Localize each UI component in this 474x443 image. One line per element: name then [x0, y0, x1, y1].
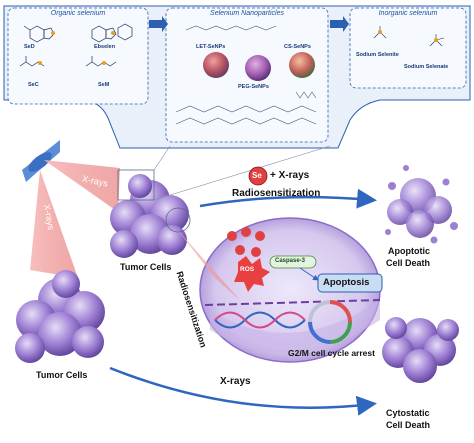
- let-senp-particle: [203, 52, 229, 78]
- cytostatic-label-2: Cell Death: [386, 420, 431, 430]
- dna-strand: [214, 311, 306, 329]
- mol-label-sec: SeC: [28, 82, 39, 88]
- radiosensitization-arrow: [199, 188, 377, 209]
- xray-only-arrow: [109, 366, 377, 416]
- tumor-cluster-top: [110, 174, 189, 258]
- polymer-chains: [175, 25, 317, 125]
- np-label-let: LET-SeNPs: [196, 44, 226, 50]
- nuclear-envelope: [204, 299, 381, 306]
- se-atom: [434, 38, 438, 42]
- xray-beam-1: [44, 160, 120, 212]
- tumor-cells-label-top: Tumor Cells: [120, 262, 172, 272]
- mol-label-sem: SeM: [98, 82, 110, 88]
- cell-cycle-segment: [329, 321, 352, 344]
- inorganic-panel: [349, 7, 467, 89]
- cytostatic-label-1: Cytostatic: [386, 408, 430, 418]
- caspase-pill: [269, 255, 317, 269]
- cell-cycle-segment: [329, 300, 352, 323]
- xray-only-label: X-rays: [220, 376, 251, 387]
- radiosensitization-label: Radiosensitization: [232, 188, 321, 199]
- inorg-label-selenite: Sodium Selenite: [356, 52, 399, 58]
- zoom-line: [153, 145, 331, 201]
- cytostatic-cluster: [382, 317, 459, 383]
- inorganic-panel-title: Inorganic selenium: [378, 10, 438, 17]
- top-panels-group: [3, 5, 471, 149]
- inorg-label-selenate: Sodium Selenate: [404, 64, 449, 70]
- dna-strand: [214, 311, 306, 329]
- xray-beam-2: [30, 170, 78, 278]
- tumor-cells-label-bottom: Tumor Cells: [36, 370, 88, 380]
- apoptosis-box: [317, 273, 383, 293]
- mol-label-ebselen: Ebselen: [94, 44, 116, 50]
- se-atom: [38, 61, 42, 65]
- organic-panel-title: Organic selenium: [50, 10, 106, 17]
- se-particles-in-cell: [227, 227, 265, 257]
- ros-label: ROS: [240, 266, 255, 273]
- np-label-peg: PEG-SeNPs: [238, 84, 269, 90]
- np-label-cs: CS-SeNPs: [284, 44, 311, 50]
- se-atom: [51, 31, 55, 35]
- nanoparticle-panel: [165, 7, 329, 143]
- peg-senp-particle: [245, 55, 271, 81]
- mol-label-sed: SeD: [24, 44, 35, 50]
- organic-structures: [19, 23, 133, 67]
- caspase-to-apoptosis-arrow: [299, 267, 319, 281]
- se-symbol: Se: [252, 171, 262, 180]
- se-symbol-circle: [248, 166, 268, 186]
- apoptosis-label: Apoptosis: [323, 277, 370, 288]
- organic-panel: [7, 7, 149, 105]
- xray-source-body: [28, 152, 52, 172]
- se-atom: [102, 61, 106, 65]
- xray-beam-cell: [176, 228, 240, 300]
- zoom-circle: [165, 207, 191, 233]
- se-atom: [378, 30, 382, 34]
- se-atom: [111, 31, 115, 35]
- apoptotic-label-2: Cell Death: [386, 258, 431, 268]
- zoom-square: [117, 169, 155, 201]
- apoptotic-label-1: Apoptotic: [388, 246, 430, 256]
- zoom-line: [153, 145, 171, 171]
- panel-arrow-2: [330, 16, 349, 32]
- g2m-arrest-label: G2/M cell cycle arrest: [288, 348, 375, 358]
- cell-cycle-segment: [308, 321, 331, 344]
- apoptotic-cluster: [385, 165, 458, 244]
- caspase-label: Caspase-3: [275, 258, 306, 264]
- nano-panel-title: Selenium Nanoparticles: [210, 10, 284, 17]
- ros-burst: [234, 256, 270, 292]
- tumor-cluster-bottom: [15, 270, 105, 363]
- se-xray-label: + X-rays: [270, 170, 310, 181]
- panel-arrow-1: [149, 16, 168, 32]
- cs-senp-particle: [289, 52, 315, 78]
